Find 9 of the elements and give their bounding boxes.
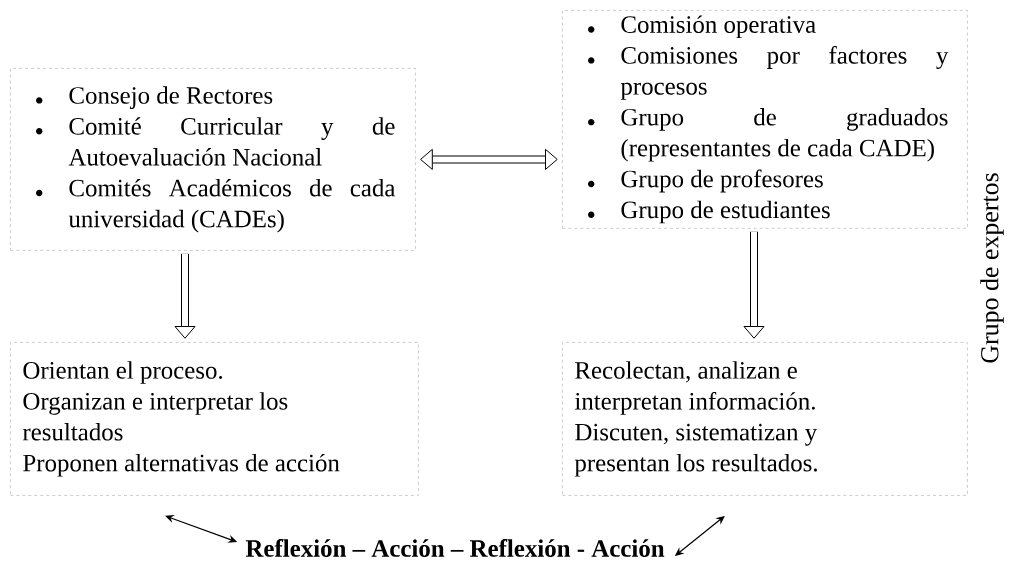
- list-box: Consejo de Rectores Comité Curricular y de Autoevaluación Nacional Comités Académicos de cada universidad (CADEs): [10, 68, 416, 251]
- block-arrow: [743, 231, 765, 339]
- text-box: Orientan el proceso. Organizan e interpretar los resultados Proponen alternativas de acción: [10, 342, 419, 496]
- side-label: Grupo de expertos: [980, 173, 1004, 363]
- list-box: Comisión operativa Comisiones por factores y procesos Grupo de graduados (representantes de cada CADE) Grupo de profesores Grupo de estudiantes: [562, 10, 968, 229]
- block-arrow: [174, 253, 196, 339]
- block-arrow: [420, 148, 558, 170]
- text-box: Recolectan, analizan e interpretan información. Discuten, sistematizan y presentan los resultados.: [562, 342, 968, 496]
- bold-text: Reflexión – Acción – Reflexión - Acción: [245, 539, 665, 557]
